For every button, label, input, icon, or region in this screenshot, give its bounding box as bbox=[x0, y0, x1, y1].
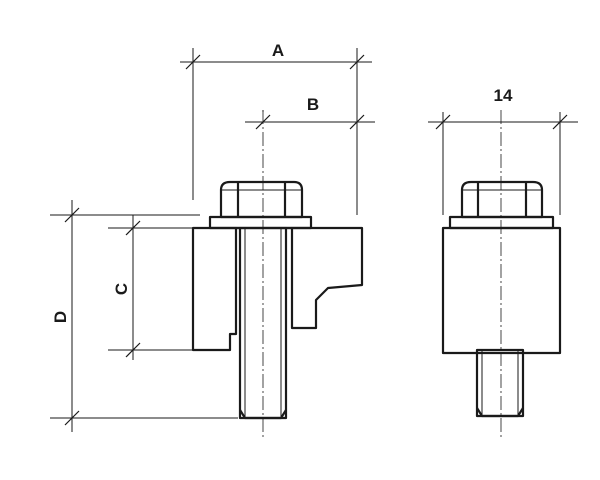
front-view bbox=[441, 110, 562, 438]
dimension-label-width: 14 bbox=[494, 86, 513, 105]
clamp-body-right-section bbox=[290, 226, 364, 330]
dimension-label-b: B bbox=[307, 95, 319, 114]
dimension-label-a: A bbox=[272, 41, 284, 60]
dim-c-tick-bottom bbox=[125, 342, 141, 358]
dim-14-tick-right bbox=[552, 114, 568, 130]
clamp-body-left-section bbox=[191, 226, 238, 352]
dim-d-tick-bottom bbox=[64, 410, 80, 426]
dim-a-tick-right bbox=[349, 54, 365, 70]
dimension-d: D bbox=[50, 200, 238, 432]
front-hex-head bbox=[460, 180, 544, 219]
hex-bolt-head bbox=[219, 180, 304, 219]
front-bolt-shank bbox=[475, 348, 525, 418]
washer bbox=[208, 215, 313, 230]
front-bolt-tip bbox=[476, 407, 524, 418]
dim-b-tick-left bbox=[255, 114, 271, 130]
front-washer bbox=[448, 215, 555, 230]
dimension-width: 14 bbox=[428, 86, 578, 215]
dim-a-tick-left bbox=[185, 54, 201, 70]
dim-14-tick-left bbox=[435, 114, 451, 130]
dim-b-tick-right bbox=[349, 114, 365, 130]
bolt-shank bbox=[238, 226, 288, 420]
dimension-label-c: C bbox=[112, 283, 131, 295]
front-clamp-block bbox=[441, 226, 562, 355]
dimension-c: C bbox=[108, 215, 193, 360]
dim-d-tick-top bbox=[64, 207, 80, 223]
dimension-b: B bbox=[245, 95, 375, 130]
dimension-a: A bbox=[180, 41, 372, 215]
dim-c-tick-top bbox=[125, 220, 141, 236]
dimension-label-d: D bbox=[51, 311, 70, 323]
side-section-view bbox=[191, 110, 364, 438]
